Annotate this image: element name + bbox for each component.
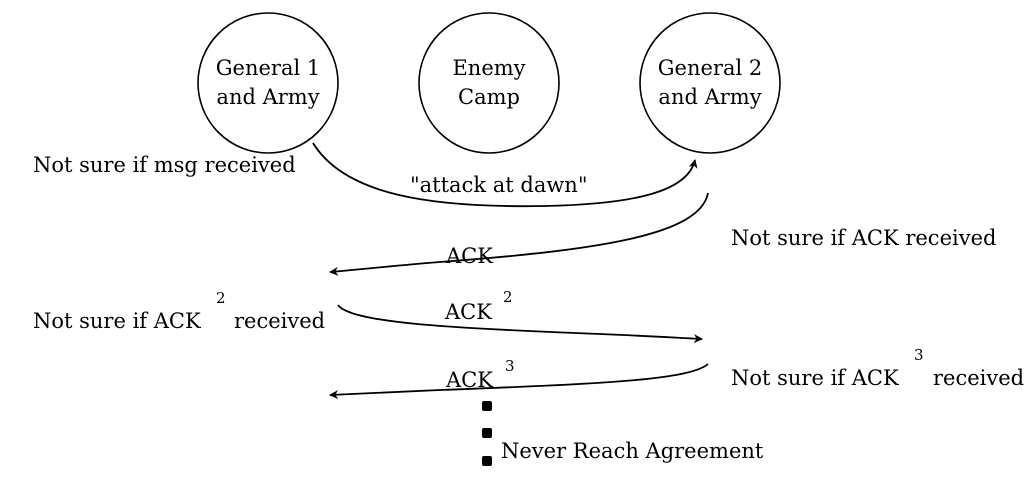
general-1-node: General 1 and Army — [197, 12, 339, 154]
continuation-dots — [482, 401, 492, 466]
ack-1-arrow — [329, 192, 709, 276]
note-general2-ack3-suffix: received — [933, 366, 1024, 390]
general-2-label-line2: and Army — [658, 85, 761, 109]
note-general2-ack3-prefix: Not sure if ACK — [731, 366, 899, 390]
enemy-camp-circle — [418, 12, 560, 154]
note-general2-ack3-exponent: 3 — [914, 346, 924, 364]
ack-2-exponent: 2 — [503, 288, 513, 306]
general-1-label-line2: and Army — [216, 85, 319, 109]
ack-3-exponent: 3 — [505, 357, 515, 375]
ack-3-label: ACK — [445, 368, 493, 392]
ack-2-label: ACK — [444, 300, 492, 324]
note-general1-msg: Not sure if msg received — [33, 153, 296, 177]
attack-message-arrow — [312, 142, 698, 208]
enemy-camp-node: Enemy Camp — [418, 12, 560, 154]
note-general2-ack: Not sure if ACK received — [731, 226, 996, 250]
enemy-camp-label-line1: Enemy — [452, 56, 525, 80]
general-2-label-line1: General 2 — [658, 56, 762, 80]
general-1-circle — [197, 12, 339, 154]
note-general1-ack2-suffix: received — [234, 309, 325, 333]
ack-1-label: ACK — [445, 244, 493, 268]
general-2-circle — [639, 12, 781, 154]
note-general1-ack2-exponent: 2 — [216, 289, 226, 307]
note-general1-ack2: Not sure if ACK 2 received — [33, 289, 325, 333]
general-1-label-line1: General 1 — [216, 56, 320, 80]
note-general2-ack3: Not sure if ACK 3 received — [731, 346, 1024, 390]
ack-2-arrow — [337, 304, 703, 344]
note-general1-ack2-prefix: Not sure if ACK — [33, 309, 201, 333]
continuation-dot-2 — [482, 428, 492, 438]
conclusion-label: Never Reach Agreement — [501, 439, 764, 463]
continuation-dot-3 — [482, 456, 492, 466]
general-2-node: General 2 and Army — [639, 12, 781, 154]
continuation-dot-1 — [482, 401, 492, 411]
attack-message-label: "attack at dawn" — [410, 173, 588, 197]
enemy-camp-label-line2: Camp — [458, 85, 520, 109]
ack-3-arrow — [329, 363, 709, 400]
